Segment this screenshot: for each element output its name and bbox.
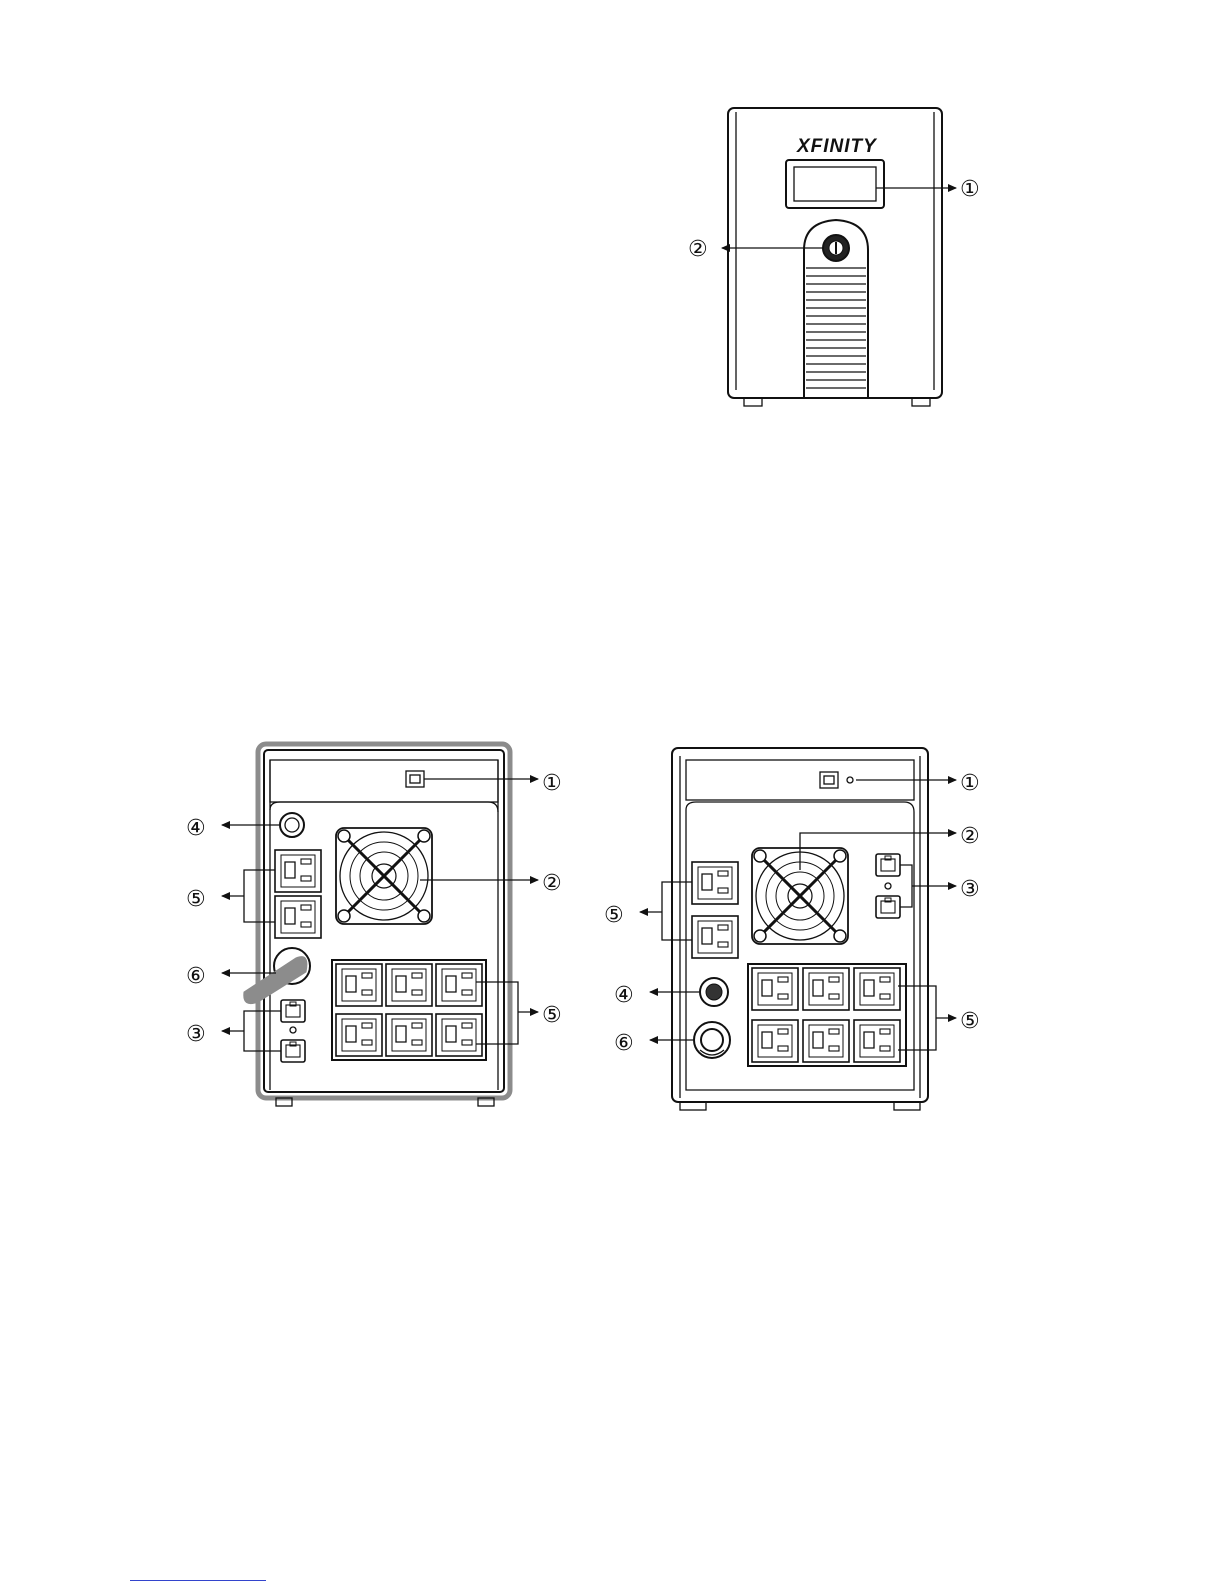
usb-port <box>820 772 838 788</box>
outlet-surge-1 <box>692 862 738 904</box>
callout-right-6: ⑥ <box>614 1031 634 1056</box>
callout-left-6: ⑥ <box>186 964 206 989</box>
usb-port <box>406 771 424 787</box>
callout-right-3: ③ <box>960 877 980 902</box>
data-line-jack-in <box>876 854 900 876</box>
cooling-fan <box>336 828 432 924</box>
callout-front-1: ① <box>960 177 980 202</box>
callout-left-3: ③ <box>186 1022 206 1047</box>
data-line-jack-in <box>281 1000 305 1022</box>
callout-right-1: ① <box>960 771 980 796</box>
callout-right-5a: ⑤ <box>604 903 624 928</box>
callout-left-2: ② <box>542 871 562 896</box>
outlet-surge-2 <box>275 896 321 938</box>
rear-view-left-ups: ① ④ ② ⑤ ⑥ ③ ⑤ <box>186 744 562 1106</box>
data-line-jack-out <box>876 896 900 918</box>
footnote-rule <box>130 1580 266 1581</box>
outlet-surge-1 <box>275 850 321 892</box>
ac-input-cord <box>694 1022 730 1058</box>
callout-left-4: ④ <box>186 816 206 841</box>
rear-view-right-ups: ① ② ③ ⑤ ④ ⑥ ⑤ <box>604 748 980 1110</box>
xfinity-logo: XFINITY <box>796 136 878 157</box>
data-line-jack-out <box>281 1040 305 1062</box>
outlet-surge-2 <box>692 916 738 958</box>
callout-left-5a: ⑤ <box>186 887 206 912</box>
callout-right-2: ② <box>960 824 980 849</box>
callout-front-2: ② <box>688 237 708 262</box>
callout-left-1: ① <box>542 771 562 796</box>
circuit-breaker <box>280 813 304 837</box>
callout-left-5b: ⑤ <box>542 1003 562 1028</box>
front-view-ups: XFINITY ① ② <box>688 108 980 406</box>
callout-right-4: ④ <box>614 983 634 1008</box>
callout-right-5b: ⑤ <box>960 1009 980 1034</box>
